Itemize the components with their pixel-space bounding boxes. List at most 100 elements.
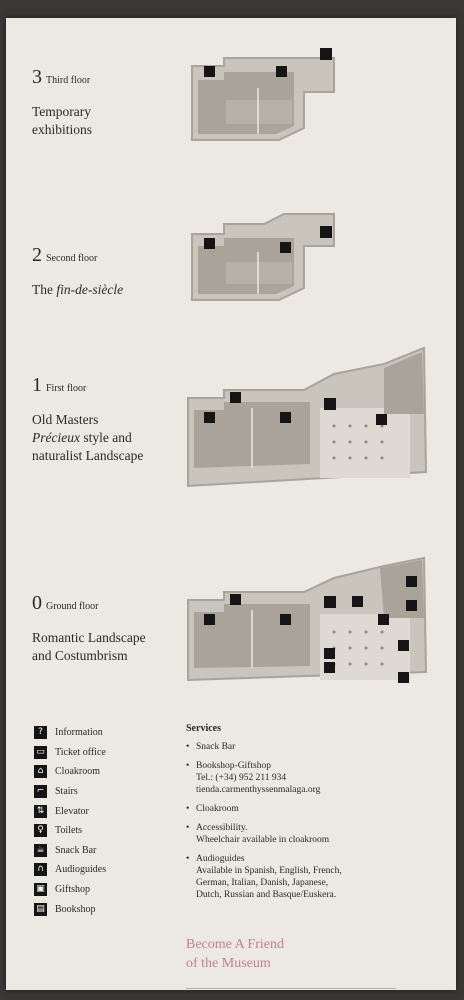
desc-italic: fin-de-siècle (56, 282, 124, 297)
desc-line: naturalist Landscape (32, 448, 144, 463)
elevator-icon: ⇅ (34, 804, 47, 818)
stairs-icon (276, 66, 287, 77)
elevator-icon (320, 226, 332, 238)
legend-label: Giftshop (55, 884, 90, 896)
stairs-icon (280, 412, 291, 423)
floor-description: Old Masters Précieux style and naturalis… (32, 411, 202, 465)
legend-item: ⌐ Stairs (34, 782, 184, 802)
legend-item: ∩ Audioguides (34, 860, 184, 880)
floor-3-label: 3 Third floor Temporary exhibitions (32, 66, 202, 139)
floor-0-map (187, 556, 428, 683)
service-detail: Dutch, Russian and Basque/Euskera. (196, 890, 337, 900)
floor-number: 0 (32, 592, 42, 614)
services-list: Snack Bar Bookshop-Giftshop Tel.: (+34) … (186, 741, 426, 901)
legend-item: ▤ Bookshop (34, 899, 184, 919)
service-item: Cloakroom (186, 803, 426, 815)
service-item: Accessibility. Wheelchair available in c… (186, 822, 426, 846)
floor-2-label: 2 Second floor The fin-de-siècle (32, 244, 202, 299)
legend-item: ☕ Snack Bar (34, 841, 184, 861)
elevator-icon (324, 596, 336, 608)
stairs-icon: ⌐ (34, 785, 47, 799)
friend-line: Become A Friend (186, 937, 284, 952)
info-icon (398, 640, 409, 651)
service-label: Bookshop-Giftshop (196, 761, 271, 771)
legend-label: Snack Bar (55, 844, 97, 856)
floor-number: 1 (32, 374, 42, 396)
giftshop-icon: ▣ (34, 883, 47, 897)
floor-description: Romantic Landscape and Costumbrism (32, 629, 202, 665)
giftshop-icon (406, 576, 417, 587)
floor-name: Second floor (46, 253, 98, 264)
snack-bar-icon (352, 596, 363, 607)
desc-italic: Précieux (32, 430, 80, 445)
hanger-icon (324, 648, 335, 659)
elevator-icon (320, 48, 332, 60)
bookshop-icon (406, 600, 417, 611)
hanger-icon: ⌂ (34, 765, 47, 779)
map-legend: ? Information ▭ Ticket office ⌂ Cloakroom ⌐ Sta… (34, 723, 184, 919)
desc-line: Old Masters (32, 412, 99, 427)
floor-1-map (187, 346, 428, 488)
floor-0-label: 0 Ground floor Romantic Landscape and Cos… (32, 592, 202, 665)
service-item: Audioguides Available in Spanish, Englis… (186, 853, 426, 901)
service-label: Cloakroom (196, 804, 239, 814)
legend-item: ⇅ Elevator (34, 801, 184, 821)
service-label: Snack Bar (196, 742, 236, 752)
floor-3-map (191, 48, 335, 141)
snack-bar-icon: ☕ (34, 843, 47, 857)
floor-1-label: 1 First floor Old Masters Précieux style … (32, 374, 202, 465)
legend-label: Bookshop (55, 903, 96, 915)
ticket-icon: ▭ (34, 745, 47, 759)
legend-item: ▣ Giftshop (34, 880, 184, 900)
legend-label: Cloakroom (55, 766, 100, 778)
stairs-icon (204, 66, 215, 77)
service-item: Snack Bar (186, 741, 426, 753)
toilets-icon (230, 392, 241, 403)
toilets-icon (230, 594, 241, 605)
stairs-icon (280, 614, 291, 625)
headphones-icon (324, 662, 335, 673)
floor-description: The fin-de-siècle (32, 281, 202, 299)
stairs-icon (376, 414, 387, 425)
legend-label: Toilets (55, 825, 83, 837)
legend-label: Stairs (55, 786, 78, 798)
floor-description: Temporary exhibitions (32, 103, 202, 139)
legend-label: Information (55, 727, 103, 739)
floor-name: First floor (46, 383, 87, 394)
legend-item: ♀Toilets (34, 821, 184, 841)
service-item: Bookshop-Giftshop Tel.: (+34) 952 211 93… (186, 760, 426, 796)
headphones-icon: ∩ (34, 863, 47, 877)
stairs-icon (280, 242, 291, 253)
desc-line: exhibitions (32, 122, 92, 137)
service-website: tienda.carmenthyssenmalaga.org (196, 785, 321, 795)
legend-item: ⌂ Cloakroom (34, 762, 184, 782)
stairs-icon (204, 412, 215, 423)
become-friend-heading: Become A Friend of the Museum (186, 935, 284, 973)
desc-line: Romantic Landscape (32, 630, 146, 645)
service-detail: Available in Spanish, English, French, (196, 866, 342, 876)
service-detail: Wheelchair available in cloakroom (196, 835, 330, 845)
floor-name: Ground floor (46, 601, 99, 612)
services-title: Services (186, 723, 221, 734)
ticket-icon (398, 672, 409, 683)
info-icon: ? (34, 726, 47, 740)
bookshop-icon: ▤ (34, 902, 47, 916)
stairs-icon (204, 238, 215, 249)
desc-text: style and (79, 430, 132, 445)
desc-text: The (32, 282, 57, 297)
elevator-icon (324, 398, 336, 410)
service-label: Accessibility. (196, 823, 248, 833)
friend-line: of the Museum (186, 956, 271, 971)
legend-label: Audioguides (55, 864, 107, 876)
service-phone: Tel.: (+34) 952 211 934 (196, 773, 287, 783)
service-detail: German, Italian, Danish, Japanese, (196, 878, 329, 888)
floor-name: Third floor (46, 75, 91, 86)
stairs-icon (204, 614, 215, 625)
floor-number: 3 (32, 66, 42, 88)
floor-number: 2 (32, 244, 42, 266)
legend-label: Ticket office (55, 746, 106, 758)
legend-item: ▭ Ticket office (34, 743, 184, 763)
legend-label: Elevator (55, 805, 89, 817)
desc-line: Temporary (32, 104, 92, 119)
desc-line: and Costumbrism (32, 648, 128, 663)
